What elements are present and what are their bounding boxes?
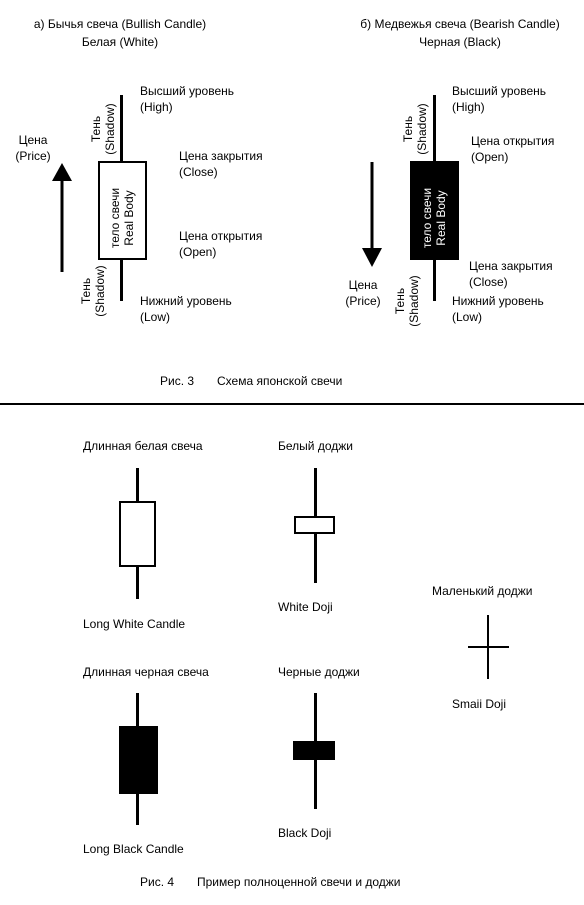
bear-high-label: Высший уровень(High): [452, 84, 547, 114]
long-white-upper-shadow: [136, 468, 139, 502]
long-black-candle-body: [119, 726, 158, 794]
bull-low-label: Нижний уровень(Low): [140, 294, 232, 324]
bear-open-label: Цена открытия(Open): [471, 134, 555, 164]
figure-3-caption-number: Рис. 3: [160, 374, 195, 388]
bear-shadow-top-label: Тень (Shadow): [401, 103, 429, 155]
long-white-candle-label: Long White Candle: [83, 617, 186, 631]
long-black-candle-label: Long Black Candle: [83, 842, 184, 856]
bull-high-label: Высший уровень(High): [140, 84, 235, 114]
bear-shadow-bottom-label: Тень (Shadow): [393, 275, 421, 327]
white-doji-upper-shadow: [314, 468, 317, 518]
white-doji-title: Белый доджи: [278, 439, 353, 453]
black-doji-body: [293, 741, 335, 760]
figure-3-caption-text: Схема японской свечи: [217, 374, 343, 388]
white-doji-body: [294, 516, 335, 534]
long-white-candle-body: [119, 501, 156, 567]
white-doji-lower-shadow: [314, 533, 317, 583]
bear-real-body: [410, 161, 459, 260]
long-white-lower-shadow: [136, 566, 139, 599]
section-divider: [0, 403, 584, 405]
bull-title: а) Бычья свеча (Bullish Candle): [33, 17, 207, 31]
small-doji-title: Маленький доджи: [432, 584, 533, 598]
black-doji-title: Черные доджи: [278, 665, 360, 679]
bear-body-label: тело свечи Real Body: [420, 187, 448, 249]
long-black-lower-shadow: [136, 792, 139, 825]
long-white-candle-title: Длинная белая свеча: [83, 439, 203, 453]
long-black-candle-title: Длинная черная свеча: [83, 665, 209, 679]
bear-lower-shadow: [433, 259, 436, 301]
bear-upper-shadow: [433, 95, 436, 162]
bull-open-label: Цена открытия(Open): [179, 229, 263, 259]
figure-4-caption-text: Пример полноценной свечи и доджи: [197, 875, 401, 889]
bear-title: б) Медвежья свеча (Bearish Candle): [360, 17, 560, 31]
bull-subtitle: Белая (White): [81, 35, 159, 49]
bull-close-label: Цена закрытия(Close): [179, 149, 263, 179]
bear-price-label: Цена(Price): [345, 278, 381, 308]
figure-4-caption-number: Рис. 4: [140, 875, 175, 889]
bear-close-label: Цена закрытия(Close): [469, 259, 553, 289]
bull-lower-shadow: [120, 259, 123, 301]
black-doji-label: Black Doji: [278, 826, 332, 840]
long-black-upper-shadow: [136, 693, 139, 728]
small-doji-horizontal: [468, 646, 509, 648]
bull-real-body: [98, 161, 147, 260]
white-doji-label: White Doji: [278, 600, 333, 614]
bear-low-label: Нижний уровень(Low): [452, 294, 544, 324]
black-doji-upper-shadow: [314, 693, 317, 743]
bear-subtitle: Черная (Black): [419, 35, 501, 49]
bull-upper-shadow: [120, 95, 123, 162]
small-doji-label: Smaii Doji: [452, 697, 507, 711]
black-doji-lower-shadow: [314, 758, 317, 809]
bull-price-label: Цена(Price): [15, 133, 51, 163]
